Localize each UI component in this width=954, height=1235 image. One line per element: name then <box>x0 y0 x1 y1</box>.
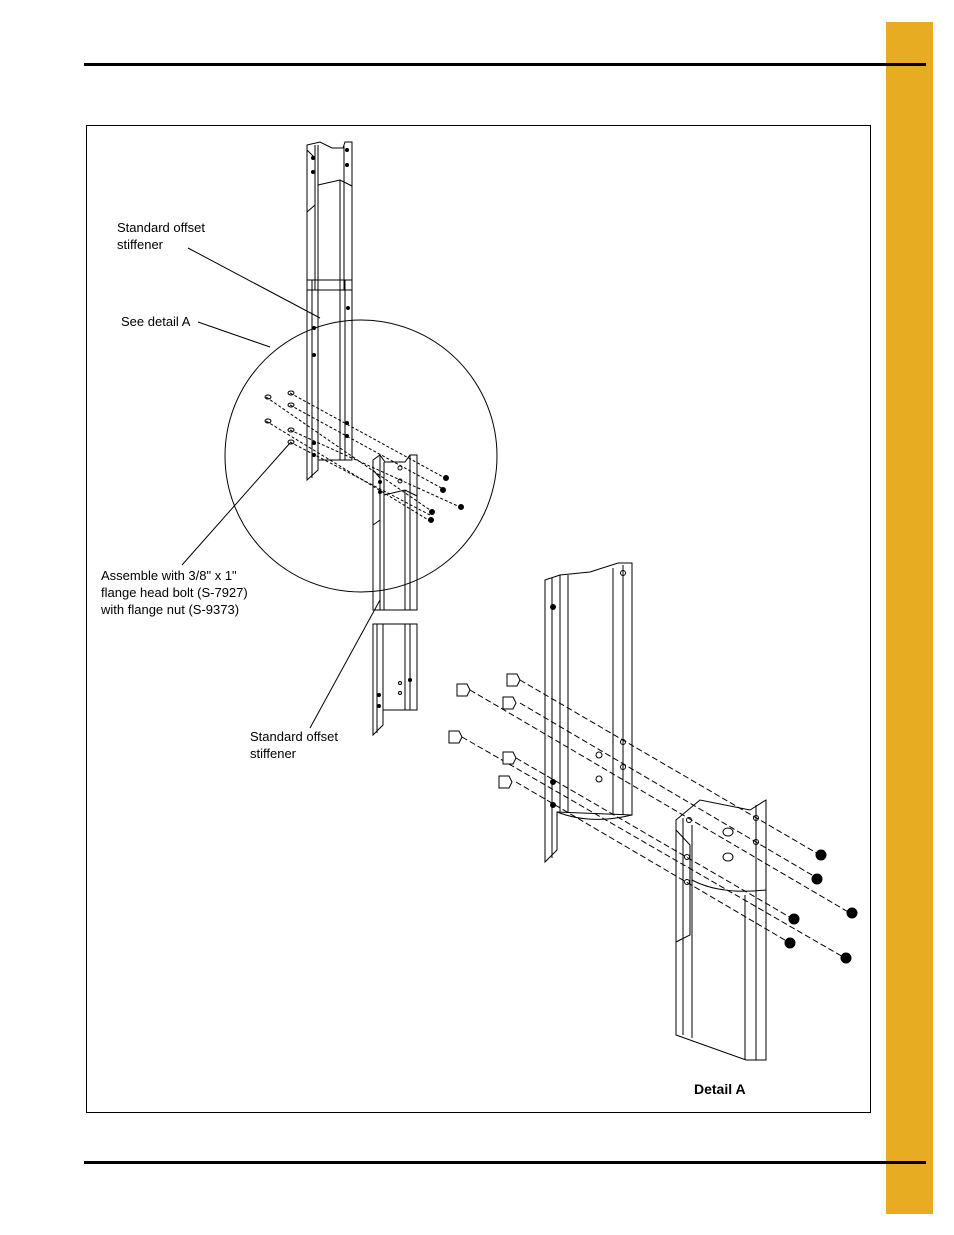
overview-fasteners <box>264 390 464 523</box>
detail-circle <box>224 319 498 593</box>
leader-lines <box>181 247 381 729</box>
detail-stiffener-left <box>544 562 633 864</box>
label-stiffener-bottom: Standard offset stiffener <box>250 729 338 761</box>
label-stiffener-top: Standard offset stiffener <box>117 220 205 252</box>
detail-fasteners <box>448 673 858 964</box>
header-rule <box>84 63 926 66</box>
label-detail-title: Detail A <box>694 1081 746 1097</box>
section-tab <box>886 22 933 1214</box>
stiffener-middle-lower <box>372 454 418 611</box>
label-see-detail: See detail A <box>121 314 191 329</box>
detail-stiffener-right <box>675 799 767 1061</box>
label-assemble-note: Assemble with 3/8" x 1" flange head bolt… <box>101 568 248 617</box>
stiffener-bottom-section <box>372 623 418 737</box>
stiffener-top-section <box>306 141 353 291</box>
stiffener-middle-upper <box>306 279 353 482</box>
figure-frame <box>86 125 871 1113</box>
footer-rule <box>84 1161 926 1164</box>
